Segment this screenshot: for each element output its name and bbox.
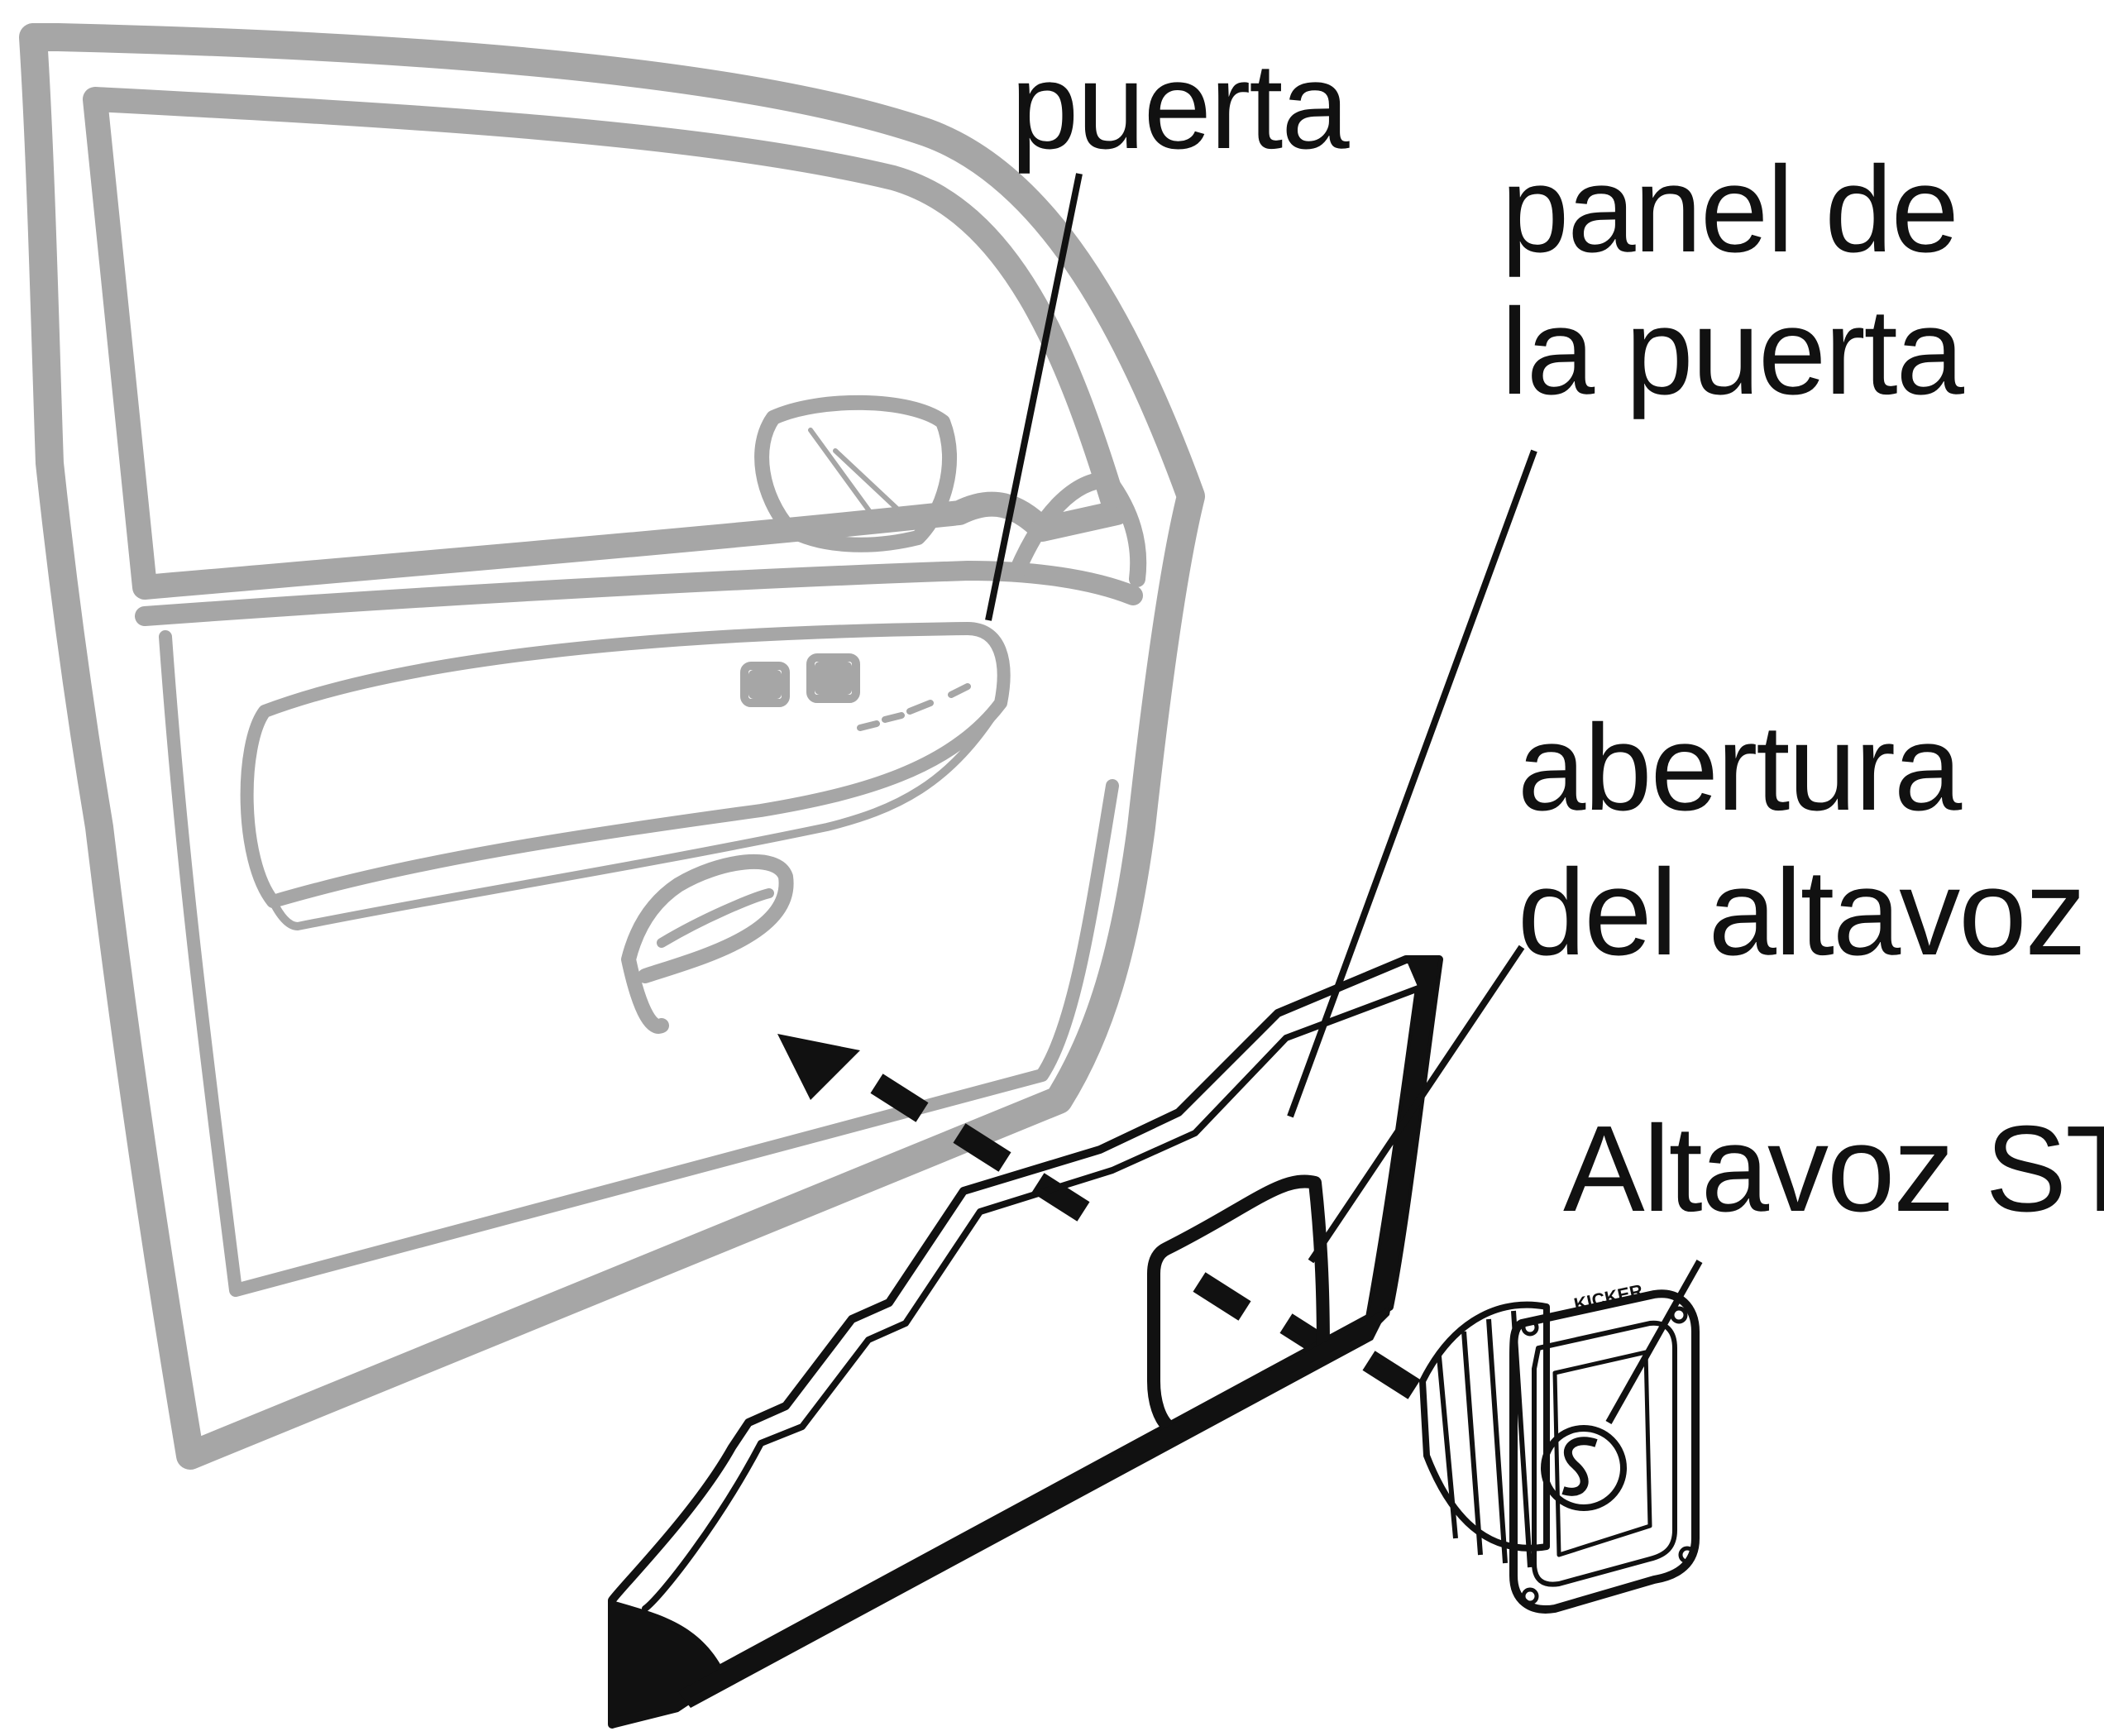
door-inner-trim <box>159 630 1119 1297</box>
mount-hole-bl <box>1521 1587 1539 1605</box>
door-pull-handle <box>621 854 794 1034</box>
leader-lines <box>985 173 1703 1424</box>
armrest <box>240 622 1011 908</box>
label-speaker-opening-line1: abertura <box>1518 700 1962 836</box>
speaker-frame-inner <box>1532 1320 1677 1587</box>
arrow-head <box>777 1034 860 1100</box>
window-switch-right <box>806 653 860 703</box>
door-panel-lower-strip <box>678 1307 1389 1708</box>
speaker-opening <box>1147 1174 1330 1437</box>
leader-door-panel <box>1287 449 1537 1118</box>
door-outer-frame <box>19 23 1205 1470</box>
side-mirror-detail <box>808 428 954 524</box>
door-lock-switches <box>857 683 971 731</box>
window-switch-fills <box>748 662 852 699</box>
mount-hole-tl <box>1521 1318 1539 1337</box>
car-door <box>19 23 1205 1470</box>
speaker-logo-ring <box>1541 1425 1627 1511</box>
door-belt-line <box>135 561 1143 626</box>
speaker-frame <box>1509 1289 1700 1614</box>
label-speaker-opening-line2: del altavoz <box>1518 844 2087 981</box>
speaker-logo-s <box>1561 1437 1598 1496</box>
door-panel-fills <box>612 955 1439 1729</box>
label-door: puerta <box>1011 38 1350 175</box>
door-panel-bottom-edge <box>612 1600 728 1729</box>
armrest-lower <box>269 699 1005 930</box>
label-door-panel-line1: panel de <box>1501 141 1959 278</box>
speaker-basket-ribs <box>1437 1310 1533 1568</box>
door-pull-handle-inner <box>657 888 774 948</box>
label-speaker: Altavoz ST <box>1563 1101 2104 1237</box>
door-window-frame <box>83 87 1129 600</box>
door-panel-right-edge <box>1365 955 1439 1340</box>
side-mirror <box>754 395 957 552</box>
leader-speaker <box>1605 1260 1703 1424</box>
speaker <box>1419 1289 1700 1614</box>
leader-speaker-opening <box>1308 945 1525 1264</box>
door-panel-inner <box>642 985 1422 1682</box>
window-switch-left <box>740 662 790 707</box>
door-mirror-bump <box>1009 471 1147 587</box>
label-door-panel-line2: la puerta <box>1501 284 1964 420</box>
leader-door <box>985 173 1083 621</box>
speaker-brand-text: KICKER <box>1572 1280 1645 1315</box>
mount-hole-br <box>1678 1546 1696 1564</box>
